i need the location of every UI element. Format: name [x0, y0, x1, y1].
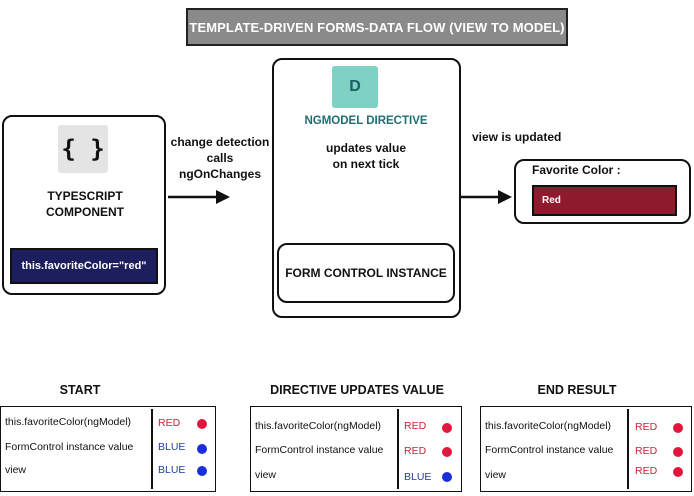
red-status-dot	[442, 423, 452, 433]
table-row-label: view	[5, 464, 27, 476]
table-end-heading: END RESULT	[537, 383, 617, 397]
red-status-dot	[673, 423, 683, 433]
table-start: this.favoriteColor(ngModel) RED FormCont…	[0, 406, 216, 492]
table-row-value: BLUE	[404, 471, 432, 483]
table-row-label: view	[255, 469, 277, 481]
arrow-component-to-directive-head	[216, 190, 230, 204]
updates-value-label: updates value on next tick	[278, 140, 454, 172]
table-row-value: RED	[158, 417, 181, 429]
red-status-dot	[673, 467, 683, 477]
component-code: this.favoriteColor="red"	[10, 248, 158, 284]
table-row-label: FormControl instance value	[255, 444, 384, 456]
blue-status-dot	[442, 472, 452, 482]
table-directive-heading: DIRECTIVE UPDATES VALUE	[270, 383, 444, 397]
directive-title: NGMODEL DIRECTIVE	[304, 115, 428, 127]
table-row-value: RED	[635, 421, 658, 433]
table-row-label: view	[485, 469, 507, 481]
table-row-value: RED	[635, 465, 658, 477]
red-status-dot	[442, 447, 452, 457]
blue-status-dot	[197, 444, 207, 454]
braces-icon: { }	[58, 125, 108, 173]
table-row-value: RED	[635, 445, 658, 457]
form-control-instance-box: FORM CONTROL INSTANCE	[277, 243, 455, 303]
table-row-value: BLUE	[158, 464, 186, 476]
table-row-label: this.favoriteColor(ngModel)	[5, 416, 132, 428]
directive-icon: D	[332, 66, 378, 108]
favorite-color-input[interactable]: Red	[532, 185, 677, 216]
component-label-line2: COMPONENT	[46, 205, 124, 219]
table-row-label: this.favoriteColor(ngModel)	[255, 420, 382, 432]
component-label: TYPESCRIPT COMPONENT	[12, 188, 158, 220]
table-row-label: this.favoriteColor(ngModel)	[485, 420, 612, 432]
change-detection-line2: calls	[206, 151, 234, 165]
diagram-title: TEMPLATE-DRIVEN FORMS-DATA FLOW (VIEW TO…	[186, 8, 568, 46]
table-row-label: FormControl instance value	[485, 444, 614, 456]
change-detection-line3: ngOnChanges	[178, 167, 261, 181]
table-directive-updates: this.favoriteColor(ngModel) RED FormCont…	[250, 406, 462, 492]
view-updated-label: view is updated	[472, 130, 562, 144]
change-detection-label: change detection calls ngOnChanges	[166, 134, 274, 182]
updates-line1: updates value	[325, 141, 407, 155]
red-status-dot	[197, 419, 207, 429]
change-detection-line1: change detection	[170, 135, 270, 149]
table-end-result: this.favoriteColor(ngModel) RED FormCont…	[480, 406, 692, 492]
table-row-label: FormControl instance value	[5, 441, 134, 453]
blue-status-dot	[197, 466, 207, 476]
updates-line2: on next tick	[332, 157, 400, 171]
component-label-line1: TYPESCRIPT	[47, 189, 123, 203]
red-status-dot	[673, 447, 683, 457]
table-row-value: RED	[404, 445, 427, 457]
table-start-heading: START	[59, 383, 101, 397]
arrow-directive-to-view-head	[498, 190, 512, 204]
favorite-color-label: Favorite Color :	[532, 163, 621, 177]
table-row-value: RED	[404, 420, 427, 432]
table-row-value: BLUE	[158, 441, 186, 453]
